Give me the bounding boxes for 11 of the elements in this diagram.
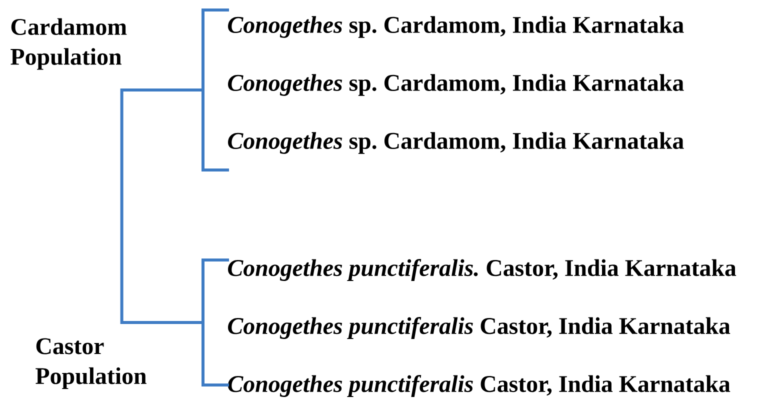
taxon-label: Conogethes punctiferalis. Castor, India Karnataka	[228, 259, 736, 281]
taxon-label: Conogethes sp. Cardamom, India Karnataka	[228, 16, 684, 38]
bracket	[202, 8, 229, 172]
bracket	[202, 258, 229, 386]
group-label: Castor Population	[36, 338, 146, 390]
taxon-label: Conogethes punctiferalis Castor, India Karnataka	[228, 375, 730, 397]
taxon-label: Conogethes sp. Cardamom, India Karnataka	[228, 132, 684, 154]
group-label: Cardamom Population	[10, 18, 127, 70]
taxon-label: Conogethes punctiferalis Castor, India Karnataka	[228, 317, 730, 339]
tree-branch	[120, 88, 203, 324]
taxon-label: Conogethes sp. Cardamom, India Karnataka	[228, 74, 684, 96]
